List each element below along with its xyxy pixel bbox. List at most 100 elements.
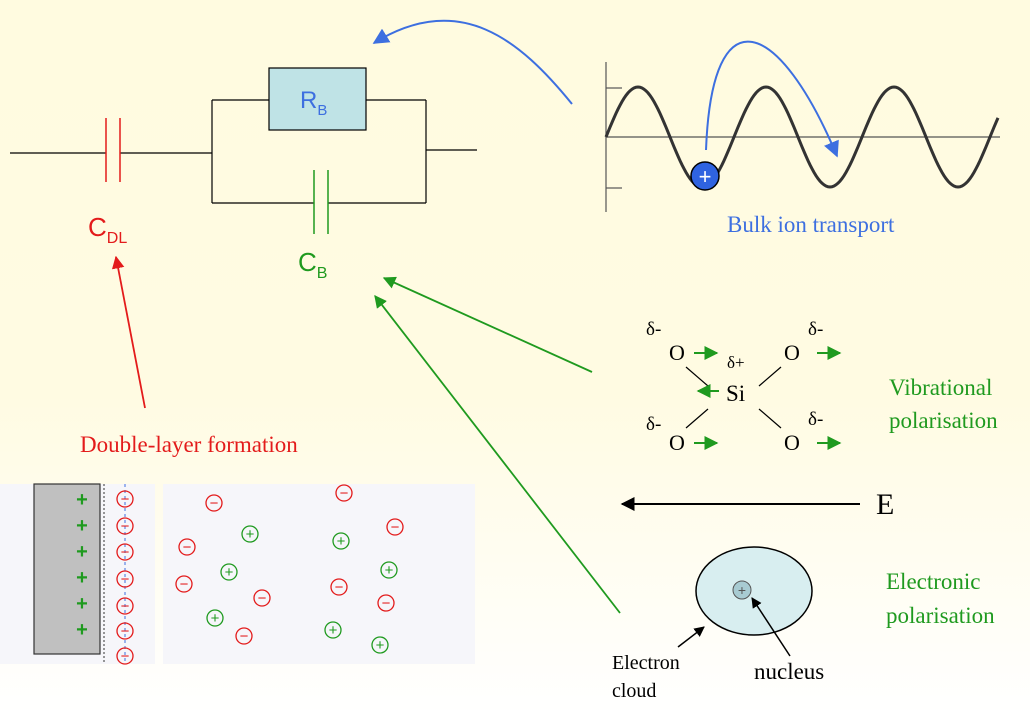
svg-text:−: − — [121, 648, 130, 665]
double-layer-to-cdl-arrow — [111, 255, 146, 409]
svg-text:+: + — [385, 562, 394, 579]
bulk-ions: − − − + + − + + − − − − + + − + — [175, 484, 404, 654]
vibrational-label-line1: Vibrational — [889, 375, 992, 400]
svg-text:−: − — [335, 579, 344, 596]
electrode-plus-charge: + — [76, 541, 88, 563]
adsorbed-anions: − − − − − − − — [116, 490, 134, 665]
bulk-anion: − — [235, 627, 253, 645]
adsorbed-anion: − — [116, 517, 134, 535]
svg-text:+: + — [225, 564, 234, 581]
svg-text:−: − — [121, 571, 130, 588]
bulk-cation: + — [206, 609, 224, 627]
adsorbed-anion: − — [116, 490, 134, 508]
sio4-molecule: δ- δ- δ- δ- O O O O δ+ Si — [646, 319, 842, 455]
svg-text:−: − — [240, 628, 249, 645]
double-layer-panel-right — [163, 484, 475, 664]
electrode-charges: + + + + + + — [76, 489, 88, 641]
electrode-plus-charge: + — [76, 567, 88, 589]
bulk-anion: − — [175, 575, 193, 593]
bulk-anion: − — [335, 484, 353, 502]
bulk-transport-label: Bulk ion transport — [727, 212, 895, 237]
svg-text:−: − — [121, 598, 130, 615]
svg-text:−: − — [180, 576, 189, 593]
adsorbed-anion: − — [116, 543, 134, 561]
svg-text:−: − — [340, 485, 349, 502]
electrode — [33, 483, 101, 655]
svg-text:+: + — [699, 164, 712, 189]
svg-text:−: − — [121, 491, 130, 508]
adsorbed-anion: − — [116, 622, 134, 640]
nucleus-label: nucleus — [754, 659, 824, 684]
svg-text:−: − — [210, 495, 219, 512]
vibrational-to-cb-arrow — [382, 276, 593, 373]
svg-text:−: − — [183, 539, 192, 556]
svg-text:−: − — [121, 518, 130, 535]
bulk-anion: − — [377, 594, 395, 612]
bulk-transport-graph: + — [604, 40, 1000, 212]
bulk-anion: − — [178, 538, 196, 556]
electronic-label-line2: polarisation — [886, 603, 995, 628]
equivalent-circuit: RB CDL CB — [10, 67, 477, 282]
delta-minus-br: δ- — [808, 409, 823, 430]
bulk-anion: − — [253, 589, 271, 607]
electronic-label-line1: Electronic — [886, 569, 981, 594]
electron-cloud-pointer — [677, 626, 705, 648]
svg-text:−: − — [121, 544, 130, 561]
electron-cloud — [695, 546, 813, 636]
svg-text:−: − — [121, 623, 130, 640]
oxygen-br: O — [784, 430, 800, 455]
svg-text:+: + — [246, 526, 255, 543]
electrode-plus-charge: + — [76, 619, 88, 641]
nucleus: + — [732, 580, 752, 600]
svg-text:−: − — [391, 519, 400, 536]
cdl-label: CDL — [88, 212, 127, 247]
ion-positive: + — [690, 161, 720, 191]
cb-label: CB — [298, 247, 327, 282]
cb-capacitor — [313, 170, 329, 234]
adsorbed-anion: − — [116, 570, 134, 588]
bulk-cation: + — [220, 563, 238, 581]
bulk-cation: + — [324, 621, 342, 639]
electrode-plus-charge: + — [76, 489, 88, 511]
electrode-plus-charge: + — [76, 593, 88, 615]
svg-text:+: + — [376, 637, 385, 654]
bulk-cation: + — [241, 525, 259, 543]
adsorbed-anion: − — [116, 647, 134, 665]
nucleus-pointer — [751, 597, 791, 657]
svg-text:−: − — [258, 590, 267, 607]
electrode-plus-charge: + — [76, 515, 88, 537]
field-label: E — [876, 488, 894, 521]
double-layer-label: Double-layer formation — [80, 432, 298, 457]
silicon: Si — [726, 381, 745, 406]
delta-minus-tr: δ- — [808, 319, 823, 340]
bulk-anion: − — [386, 518, 404, 536]
svg-text:+: + — [211, 610, 220, 627]
svg-text:+: + — [329, 622, 338, 639]
rb-label: RB — [300, 87, 327, 119]
adsorbed-anion: − — [116, 597, 134, 615]
potential-wave — [604, 85, 1000, 189]
oxygen-bl: O — [669, 430, 685, 455]
ion-hop-arrow — [705, 40, 839, 158]
delta-minus-bl: δ- — [646, 414, 661, 435]
electron-cloud-label-line1: Electron — [612, 652, 680, 674]
svg-text:−: − — [382, 595, 391, 612]
bulk-anion: − — [330, 578, 348, 596]
svg-text:+: + — [337, 533, 346, 550]
delta-plus: δ+ — [727, 353, 745, 372]
oxygen-tr: O — [784, 340, 800, 365]
bulk-cation: + — [380, 561, 398, 579]
bulk-cation: + — [371, 636, 389, 654]
bulk-cation: + — [332, 532, 350, 550]
electron-cloud-label-line2: cloud — [612, 680, 656, 702]
electronic-to-cb-arrow — [374, 295, 621, 614]
rb-resistor — [268, 67, 367, 131]
svg-text:+: + — [738, 582, 746, 598]
bulk-anion: − — [205, 494, 223, 512]
delta-minus-tl: δ- — [646, 319, 661, 340]
vibrational-label-line2: polarisation — [889, 408, 998, 433]
bulk-to-rb-arrow — [372, 19, 573, 105]
oxygen-tl: O — [669, 340, 685, 365]
